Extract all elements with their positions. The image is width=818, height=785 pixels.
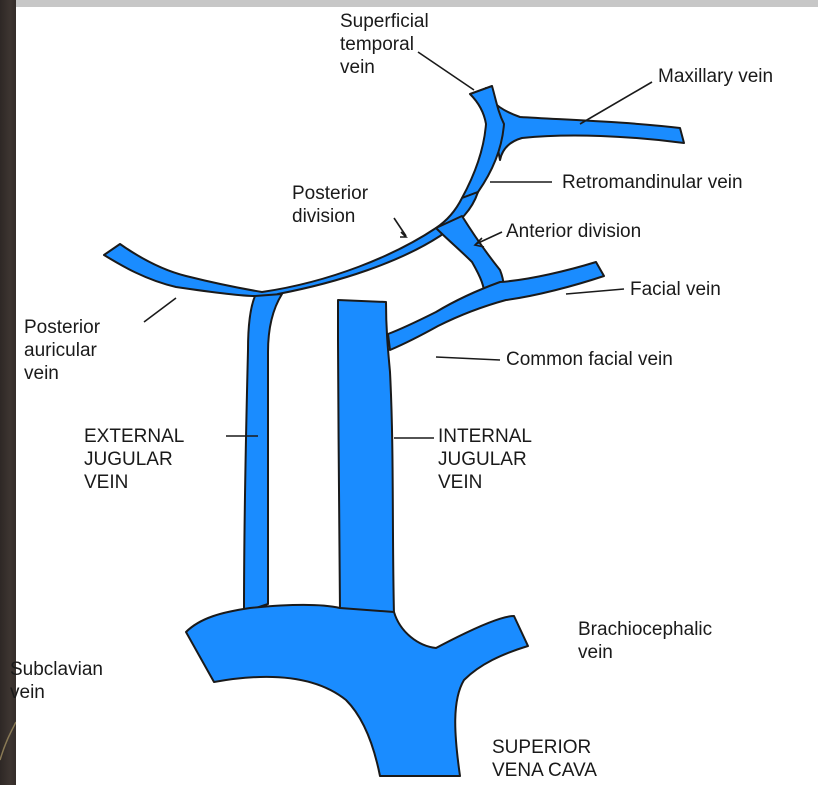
label-brachiocephalic-vein: Brachiocephalic vein	[578, 618, 712, 664]
label-maxillary-vein: Maxillary vein	[658, 65, 773, 88]
label-retromandibular-vein: Retromandinular vein	[562, 171, 743, 194]
label-posterior-auricular-vein: Posterior auricular vein	[24, 316, 100, 385]
maxillary-vein-shape	[486, 88, 684, 160]
label-superior-vena-cava: SUPERIOR VENA CAVA	[492, 736, 597, 782]
label-external-jugular-vein: EXTERNAL JUGULAR VEIN	[84, 425, 184, 494]
posterior-division-leader	[394, 218, 406, 236]
anterior-division-leader	[476, 232, 502, 244]
label-internal-jugular-vein: INTERNAL JUGULAR VEIN	[438, 425, 532, 494]
label-common-facial-vein: Common facial vein	[506, 348, 673, 371]
posterior-division-shape	[104, 192, 478, 306]
internal-jugular-shape	[338, 300, 394, 615]
common-facial-leader	[436, 357, 500, 360]
label-facial-vein: Facial vein	[630, 278, 721, 301]
external-jugular-shape	[244, 294, 282, 612]
facial-leader	[566, 289, 624, 294]
label-posterior-division: Posterior division	[292, 182, 368, 228]
posterior-auricular-leader	[144, 298, 176, 322]
label-superficial-temporal-vein: Superficial temporal vein	[340, 10, 429, 79]
brachiocephalic-svc-shape	[186, 605, 528, 776]
label-subclavian-vein: Subclavian vein	[10, 658, 103, 704]
maxillary-leader	[580, 82, 652, 124]
label-anterior-division: Anterior division	[506, 220, 641, 243]
